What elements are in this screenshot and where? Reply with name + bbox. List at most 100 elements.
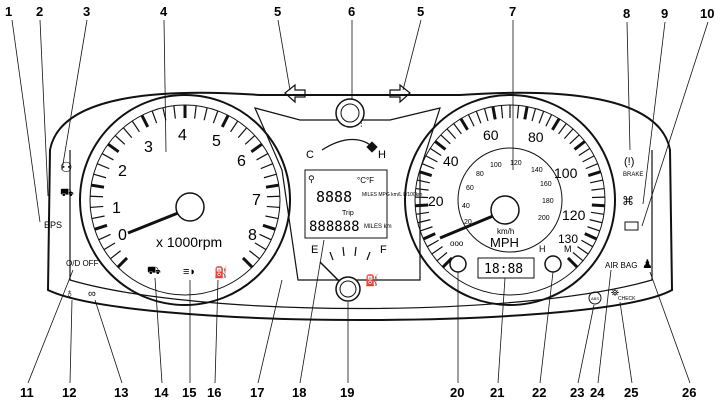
display-trip-label: Trip <box>342 210 354 217</box>
dial-tick <box>263 173 277 179</box>
display-top-digits: 8888 <box>316 188 352 206</box>
callout-5b: 5 <box>417 4 424 19</box>
speed-outer-120: 120 <box>562 207 586 223</box>
dial-tick <box>151 110 158 124</box>
air-bag-indicator: AIR BAG <box>605 261 637 270</box>
dial-tick <box>260 163 273 170</box>
dial-tick <box>587 170 602 178</box>
speed-outer-20: 20 <box>428 193 444 209</box>
trip-knob[interactable] <box>449 255 467 273</box>
dial-tick <box>538 110 545 124</box>
oil-pressure-icon: ⌘ <box>622 194 634 208</box>
callout-11: 11 <box>20 385 34 400</box>
temperature-gauge: C H ⫶ <box>306 98 386 161</box>
dial-tick <box>93 173 107 179</box>
seatbelt-icon: ⚇ <box>60 159 73 175</box>
speed-inner-20: 20 <box>464 219 472 226</box>
fuel-needle <box>319 261 341 283</box>
fuel-low-icon: ⛽ <box>214 266 228 279</box>
tach-number-4: 4 <box>178 127 187 144</box>
callout-7: 7 <box>509 4 516 19</box>
callout-4: 4 <box>160 4 168 19</box>
dial-tick <box>262 223 276 231</box>
cruise-icon: ⛟ <box>147 265 161 277</box>
dial-tick <box>426 239 439 248</box>
temp-hot-marker <box>366 141 378 153</box>
callout-6: 6 <box>348 4 355 19</box>
clock-digits: 18:88 <box>484 262 523 277</box>
fuel-f: F <box>380 244 387 256</box>
dial-tick <box>581 239 594 248</box>
speedometer: 20 40 60 80 100 120 130 20 40 60 80 100 … <box>404 94 616 306</box>
speed-outer-40: 40 <box>443 153 459 169</box>
check-label: CHECK <box>618 296 636 302</box>
dial-tick <box>101 153 114 161</box>
callout-13: 13 <box>114 385 128 400</box>
tach-needle <box>127 211 179 235</box>
tach-number-8: 8 <box>248 227 257 244</box>
od-off-indicator: O/D OFF <box>66 259 99 268</box>
speedometer-ticks <box>415 105 605 269</box>
callout-19: 19 <box>340 385 354 400</box>
dial-tick <box>259 233 272 241</box>
dial-tick <box>122 127 133 139</box>
dial-tick <box>131 120 140 133</box>
dial-tick <box>250 142 263 154</box>
dial-tick <box>422 163 435 170</box>
dial-tick <box>467 114 475 127</box>
callout-23: 23 <box>570 385 584 400</box>
dial-tick <box>573 140 586 151</box>
dial-tick <box>116 256 129 269</box>
dial-tick <box>173 105 176 119</box>
dial-tick <box>90 205 104 209</box>
callout-15: 15 <box>182 385 196 400</box>
tach-unit: x 1000rpm <box>156 234 222 250</box>
eps-indicator: EPS <box>44 220 62 230</box>
dial-tick <box>591 187 605 191</box>
dial-tick <box>446 128 457 140</box>
callout-8: 8 <box>623 6 630 21</box>
dial-tick <box>422 232 436 241</box>
speed-needle <box>439 214 494 240</box>
clock-knob[interactable] <box>544 255 562 273</box>
dial-tick <box>266 205 280 209</box>
callout-12: 12 <box>62 385 76 400</box>
fuel-e: E <box>311 244 318 256</box>
trip-reset-glyph: ooo <box>450 239 464 248</box>
speed-inner-unit: km/h <box>497 227 514 236</box>
dial-tick <box>523 106 529 120</box>
callout-lines <box>11 19 709 384</box>
turn-signal-left-icon <box>284 83 306 104</box>
clock-h: H <box>539 244 546 254</box>
speed-inner-120: 120 <box>510 160 522 167</box>
speed-outer-60: 60 <box>483 127 499 143</box>
tach-number-5: 5 <box>212 133 221 150</box>
dial-tick <box>425 155 438 163</box>
dial-tick <box>440 134 451 145</box>
dial-tick <box>500 105 504 119</box>
dial-tick <box>266 195 280 198</box>
dial-tick <box>589 219 603 224</box>
dial-tick <box>578 147 591 156</box>
temp-c: C <box>306 149 314 161</box>
callout-14: 14 <box>154 385 169 400</box>
speed-inner-60: 60 <box>466 185 474 192</box>
abs-label: ABS <box>591 296 599 301</box>
callout-9: 9 <box>661 6 668 21</box>
speed-outer-unit: MPH <box>490 235 519 250</box>
callout-5a: 5 <box>274 4 281 19</box>
dial-tick <box>582 155 595 163</box>
dial-tick <box>591 203 605 208</box>
callout-17: 17 <box>250 385 264 400</box>
dial-tick <box>103 242 116 251</box>
glow-plug-icon: ∞ <box>88 288 96 300</box>
dial-tick <box>110 250 121 260</box>
speed-inner-80: 80 <box>476 171 484 178</box>
battery-icon <box>624 221 639 231</box>
dial-tick <box>237 127 248 139</box>
dial-tick <box>441 256 454 269</box>
dial-tick <box>254 242 267 251</box>
tach-number-7: 7 <box>252 192 261 209</box>
callout-10: 10 <box>700 6 714 21</box>
